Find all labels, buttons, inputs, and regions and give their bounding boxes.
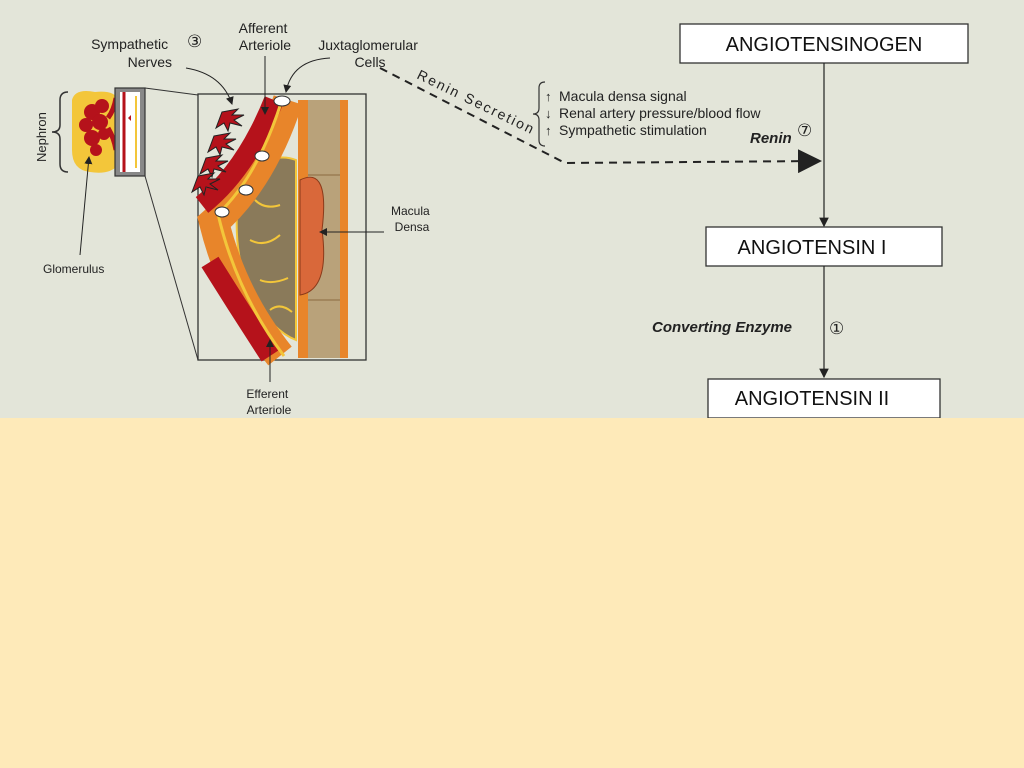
nephron-label: Nephron [34,112,49,162]
jga-zoom [191,93,367,366]
renin-label: Renin [750,130,792,147]
stimulus-item: ↑ Sympathetic stimulation [545,122,707,138]
renin-secretion-label: Renin Secretion [415,66,539,137]
glomerulus-tuft [79,97,119,156]
stimuli-brace [532,81,546,147]
svg-text:↑: ↑ [545,89,552,104]
efferent-arteriole-label: Efferent Arteriole [246,387,291,417]
jga-labels: Sympathetic Nerves ③ Afferent Arteriole … [91,20,433,417]
angiotensin-i-node: ANGIOTENSIN I [705,226,943,267]
angiotensin-ii-box [707,378,941,418]
juxtaglomerular-pointer [283,57,331,93]
glomerulus-label: Glomerulus [43,262,104,276]
svg-text:↓: ↓ [545,106,552,121]
sympathetic-nerve-endings [191,108,245,197]
jg-granular-cells [214,95,291,218]
renin-number-badge: ⑦ [797,121,812,140]
afferent-arteriole-wall [195,96,284,213]
macula-densa-cells [299,176,325,296]
nephron-thumbnail: Nephron Glomerulus [34,87,199,361]
glomerulus-pointer [79,156,93,256]
svg-text:Renal artery pressure/blood fl: Renal artery pressure/blood flow [559,105,761,121]
juxtaglomerular-cells-label: Juxtaglomerular Cells [318,37,422,70]
angiotensinogen-node: ANGIOTENSINOGEN [679,23,969,64]
converting-enzyme-label: Converting Enzyme [652,319,792,336]
angiotensin-i-box [705,226,943,267]
afferent-arteriole-label: Afferent Arteriole [239,20,292,53]
zoom-line-bottom [144,175,199,361]
sympathetic-number-badge: ③ [187,32,202,51]
nephron-brace [51,91,69,173]
angiotensinogen-text: ANGIOTENSINOGEN [726,34,923,56]
raas-diagram: Nephron Glomerulus [34,20,969,418]
angiotensin-i-text: ANGIOTENSIN I [738,237,887,259]
svg-text:Sympathetic stimulation: Sympathetic stimulation [559,122,707,138]
stimulus-item: ↑ Macula densa signal [545,88,687,104]
stimulus-item: ↓ Renal artery pressure/blood flow [545,105,761,121]
zoom-line-top [144,87,199,96]
svg-text:Macula densa signal: Macula densa signal [559,88,687,104]
angiotensin-ii-node: ANGIOTENSIN II [707,378,941,418]
sympathetic-pointer [185,67,234,105]
raas-figure: Nephron Glomerulus [0,0,1024,418]
angiotensin-ii-text: ANGIOTENSIN II [735,388,889,410]
sympathetic-nerves-label: Sympathetic Nerves [91,36,172,70]
stimuli-list: ↑ Macula densa signal ↓ Renal artery pre… [532,81,761,147]
macula-densa-label: Macula Densa [391,204,433,234]
converting-enzyme-number-badge: ① [829,319,844,338]
svg-text:↑: ↑ [545,123,552,138]
efferent-arteriole-wall [201,256,279,362]
